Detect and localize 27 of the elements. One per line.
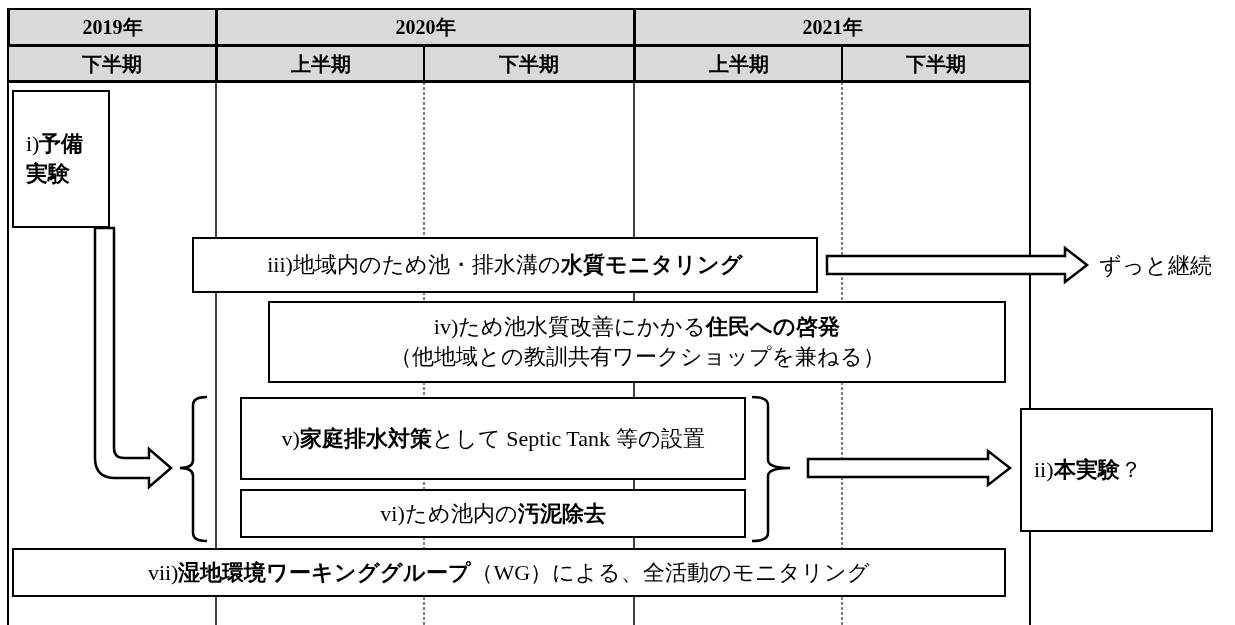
activity-box [12,548,1006,597]
header-cell: 下半期 [8,45,217,83]
activity-box [268,301,1006,383]
activity-box [1020,408,1213,532]
header-cell: 2019年 [8,8,217,46]
block-arrow [806,448,1013,488]
activity-box [240,489,746,538]
activity-box [240,397,746,480]
header-cell: 下半期 [842,45,1031,83]
header-cell: 上半期 [216,45,424,83]
activity-text: ii)本実験？ [1034,456,1142,485]
activity-text: v)家庭排水対策として Septic Tank 等の設置 [281,424,705,453]
header-cell: 2021年 [634,8,1031,46]
header-cell: 上半期 [634,45,842,83]
activity-text: vii)湿地環境ワーキンググループ（WG）による、全活動のモニタリング [147,558,871,587]
header-cell: 下半期 [424,45,635,83]
activity-text: iii)地域内のため池・排水溝の水質モニタリング [267,251,743,280]
header-cell: 2020年 [216,8,635,46]
activity-text: ずっと継続 [1098,252,1212,281]
activity-box [12,90,110,228]
activity-text: vi)ため池内の汚泥除去 [380,499,606,528]
block-arrow [825,245,1090,285]
block-arrow [93,226,173,489]
activity-text: i)予備実験 [26,130,85,188]
activity-box [192,237,818,293]
activity-text: iv)ため池水質改善にかかる住民への啓発 [433,313,841,342]
activity-text: （他地域との教訓共有ワークショップを兼ねる） [389,343,885,371]
